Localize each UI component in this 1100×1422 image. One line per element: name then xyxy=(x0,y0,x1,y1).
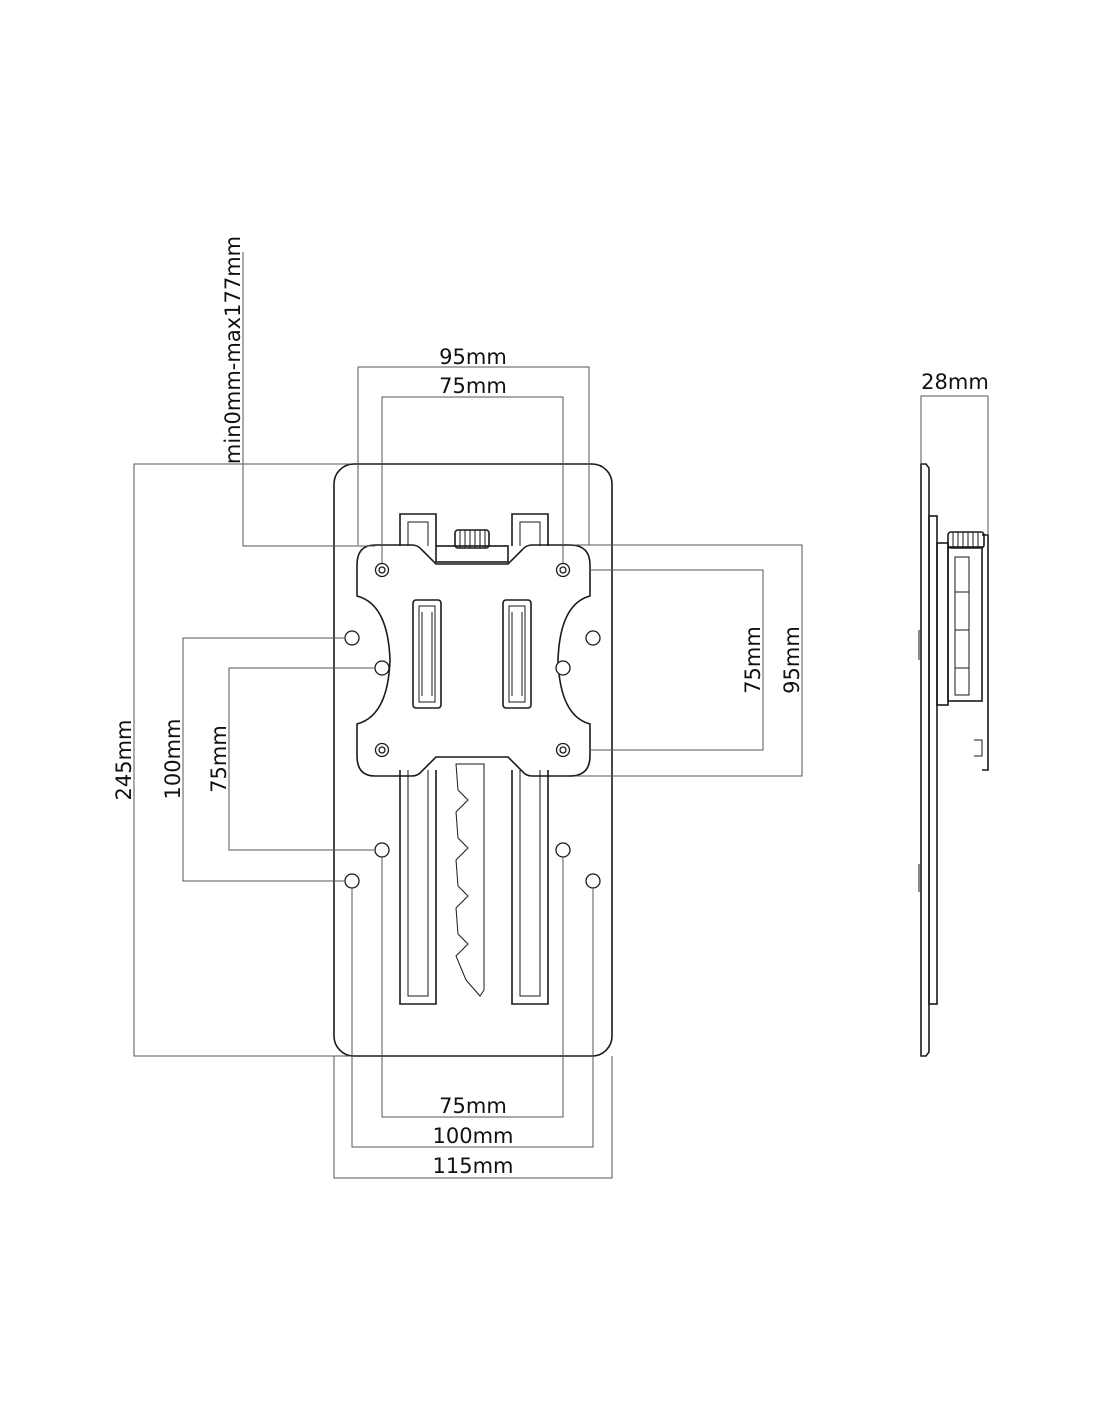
vesa-slots xyxy=(412,599,532,709)
adjustment-rack xyxy=(455,763,485,997)
dim-bottom-middle-width: 100mm xyxy=(433,1124,514,1148)
dim-bottom-total-width: 115mm xyxy=(433,1154,514,1178)
vesa-plate xyxy=(356,544,591,777)
adjustment-knob xyxy=(435,529,509,563)
dim-side-depth: 28mm xyxy=(921,370,989,394)
dimension-lines xyxy=(133,252,803,1179)
wall-plate xyxy=(333,463,613,1057)
side-view: 28mm xyxy=(918,370,989,1057)
slide-rails xyxy=(399,513,549,1005)
dim-right-inner-height: 75mm xyxy=(741,626,765,694)
dim-total-height: 245mm xyxy=(112,720,136,801)
dim-right-outer-height: 95mm xyxy=(780,626,804,694)
dim-bottom-inner-width: 75mm xyxy=(439,1094,507,1118)
vesa-holes xyxy=(374,562,571,758)
dim-top-inner-width: 75mm xyxy=(439,374,507,398)
dim-top-outer-width: 95mm xyxy=(439,345,507,369)
dim-left-outer-height: 100mm xyxy=(161,719,185,800)
front-view: 95mm 75mm min0mm-max177mm 75mm 95mm 245m… xyxy=(112,236,804,1179)
dim-left-inner-height: 75mm xyxy=(207,725,231,793)
dim-vertical-adjustment: min0mm-max177mm xyxy=(221,236,245,464)
wall-plate-holes xyxy=(344,630,601,889)
